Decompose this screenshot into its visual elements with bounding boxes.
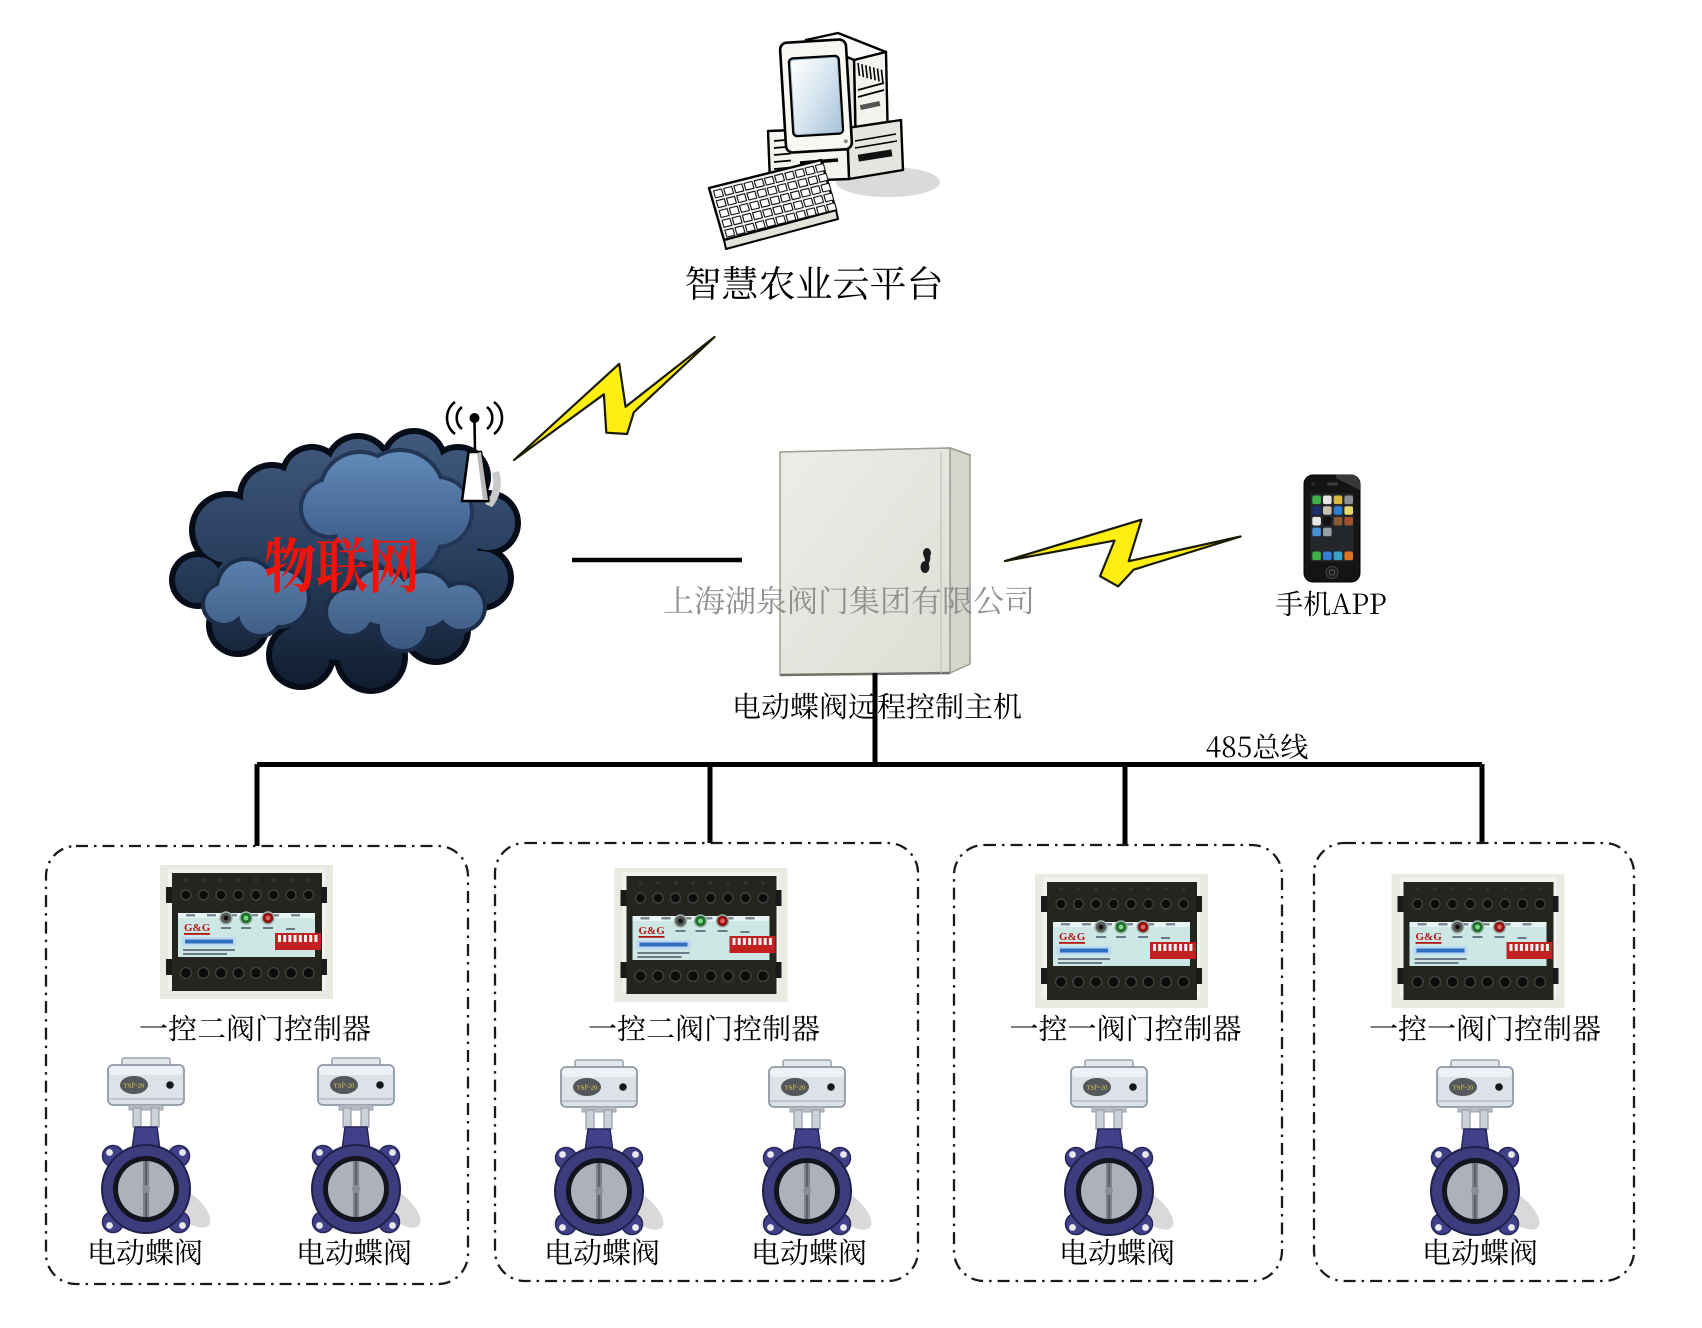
svg-text:一控一阀门控制器: 一控一阀门控制器 [1369,1007,1601,1048]
svg-text:一控二阀门控制器: 一控二阀门控制器 [588,1007,820,1048]
svg-text:G&G: G&G [1416,928,1443,944]
svg-text:电动蝶阀: 电动蝶阀 [1422,1231,1538,1272]
svg-text:TSP-20: TSP-20 [785,1083,805,1092]
svg-text:TSP-20: TSP-20 [124,1081,144,1090]
svg-text:电动蝶阀: 电动蝶阀 [544,1231,660,1272]
svg-text:一控一阀门控制器: 一控一阀门控制器 [1009,1007,1241,1048]
svg-text:一控二阀门控制器: 一控二阀门控制器 [139,1007,371,1048]
svg-text:G&G: G&G [1059,928,1086,944]
svg-text:智慧农业云平台: 智慧农业云平台 [685,254,944,308]
svg-text:电动蝶阀: 电动蝶阀 [87,1231,203,1272]
svg-text:TSP-20: TSP-20 [577,1083,597,1092]
svg-text:TSP-20: TSP-20 [1087,1083,1107,1092]
svg-text:G&G: G&G [184,919,211,935]
svg-text:TSP-20: TSP-20 [334,1081,354,1090]
svg-text:G&G: G&G [639,922,666,938]
svg-text:TSP-20: TSP-20 [1453,1083,1473,1092]
svg-text:电动蝶阀: 电动蝶阀 [751,1231,867,1272]
svg-text:手机APP: 手机APP [1275,583,1387,623]
svg-text:电动蝶阀: 电动蝶阀 [296,1231,412,1272]
svg-text:电动蝶阀: 电动蝶阀 [1059,1231,1175,1272]
svg-text:上海湖泉阀门集团有限公司: 上海湖泉阀门集团有限公司 [663,576,1035,621]
svg-text:物联网: 物联网 [264,520,420,605]
svg-text:485总线: 485总线 [1206,726,1309,766]
